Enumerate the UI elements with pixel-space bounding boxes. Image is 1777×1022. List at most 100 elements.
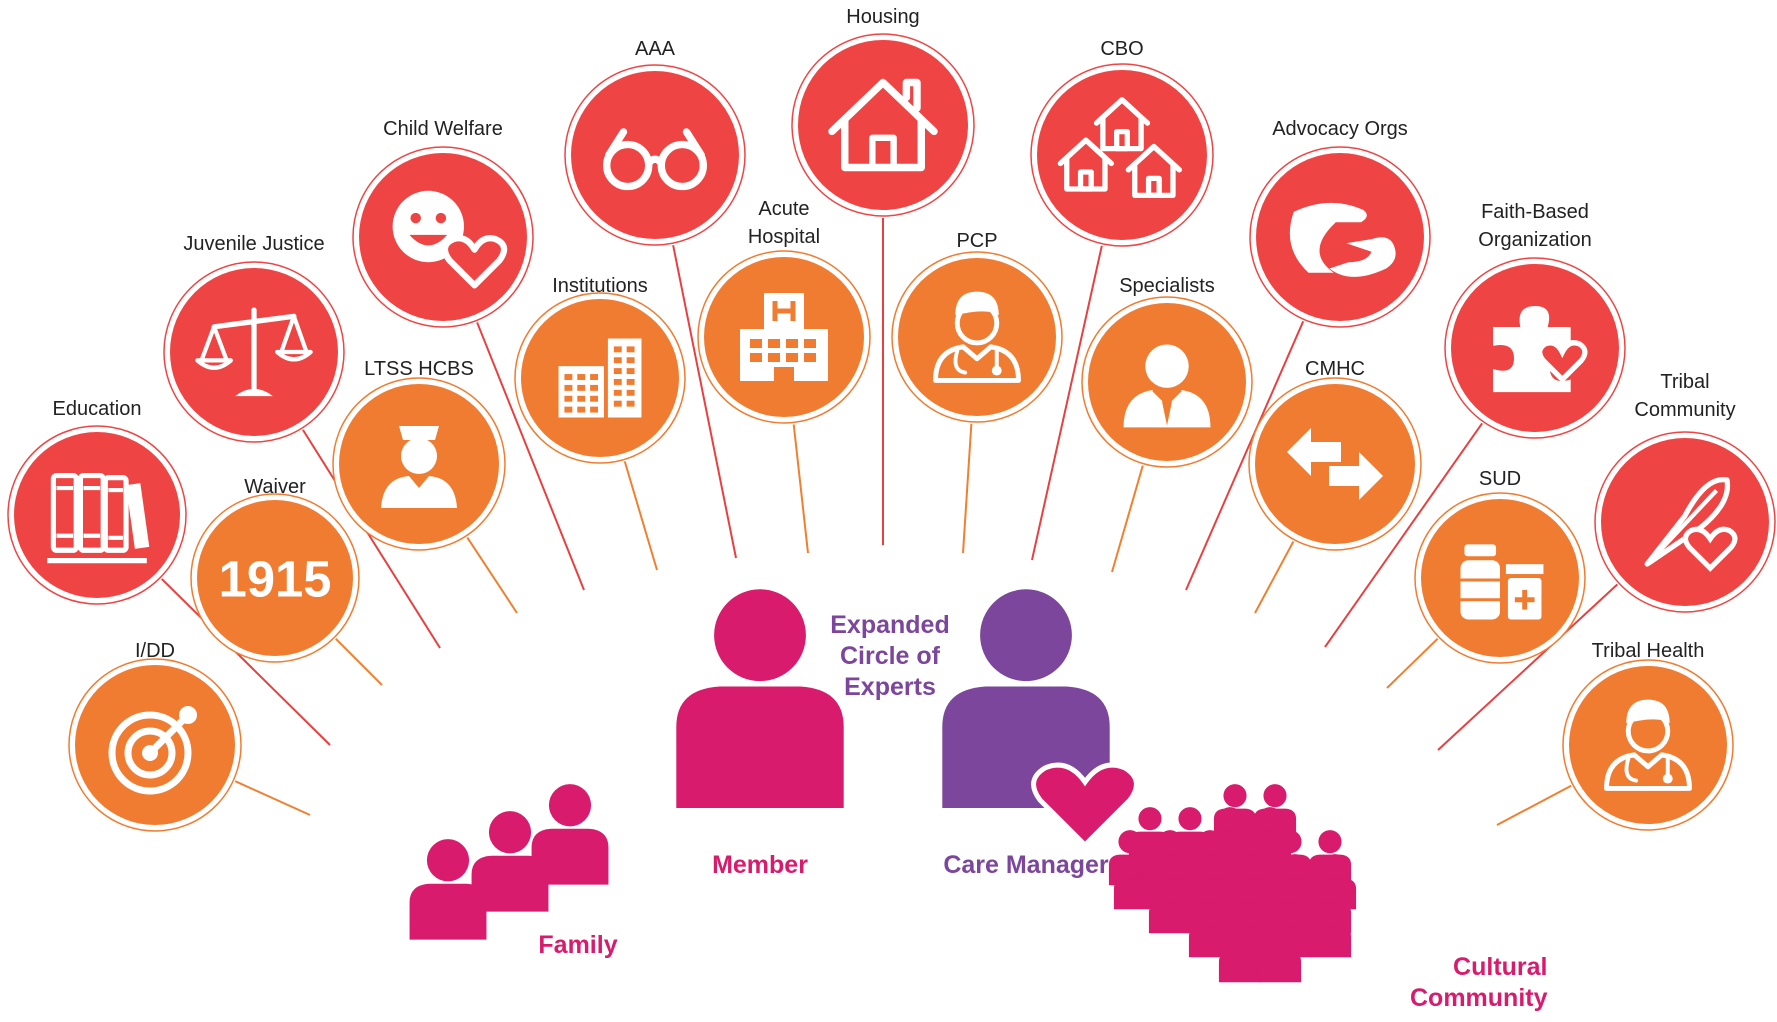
nurse-icon	[381, 426, 457, 508]
node-institutions	[514, 292, 686, 464]
connector-line-pcp	[962, 423, 973, 554]
node-label-sud: SUD	[1478, 468, 1522, 490]
house-icon	[828, 78, 938, 172]
family-group	[409, 784, 609, 940]
puzzle-heart-icon	[1493, 306, 1588, 393]
connector-line-cbo	[1031, 245, 1103, 561]
node-circle-advocacy	[1256, 153, 1424, 321]
hospital-icon	[740, 293, 828, 381]
cultural-community-label: Cultural Community	[1410, 953, 1548, 1012]
node-label-cmhc: CMHC	[1305, 358, 1365, 380]
crowd-person-figure	[1113, 854, 1157, 910]
family-member-figure	[531, 784, 609, 885]
node-label-institutions: Institutions	[552, 275, 648, 297]
target-icon	[108, 706, 197, 795]
care-manager-label: Care Manager	[943, 851, 1109, 879]
node-label-tribalcomm: Tribal Community	[1634, 371, 1736, 421]
node-specialists	[1081, 296, 1253, 468]
node-childwelfare	[352, 146, 534, 328]
connector-line-specialists	[1111, 465, 1144, 573]
crowd-person-figure	[1148, 878, 1192, 934]
node-faith	[1444, 257, 1626, 439]
medicine-bottles-icon	[1460, 544, 1544, 620]
node-circle-tribalhealth	[1569, 666, 1727, 824]
feather-heart-icon	[1644, 477, 1738, 572]
connector-line-juvenile	[302, 429, 441, 649]
node-pcp	[891, 251, 1063, 423]
connector-line-sud	[1386, 637, 1439, 689]
node-label-hospital: Acute Hospital	[747, 198, 821, 248]
node-juvenile	[163, 261, 345, 443]
member-figure	[676, 589, 844, 808]
connector-line-idd	[234, 780, 311, 816]
node-cbo	[1030, 63, 1214, 247]
node-waiver: 1915	[190, 493, 360, 663]
connector-line-aaa	[672, 244, 737, 559]
node-ltss	[332, 377, 506, 551]
node-circle-housing	[798, 40, 968, 210]
smiley-heart-icon	[392, 190, 508, 289]
node-hospital	[697, 250, 871, 424]
node-label-idd: I/DD	[135, 640, 175, 662]
family-label: Family	[538, 931, 618, 959]
doctor-icon	[1604, 699, 1692, 791]
arrows-icon	[1287, 428, 1383, 500]
family-member-figure	[409, 839, 487, 940]
node-label-education: Education	[52, 398, 142, 420]
scales-icon	[195, 307, 313, 397]
node-advocacy	[1249, 146, 1431, 328]
node-label-faith: Faith-Based Organization	[1478, 201, 1592, 251]
node-aaa	[564, 64, 746, 246]
node-circle-cbo	[1037, 70, 1207, 240]
doctor-icon	[933, 291, 1021, 383]
connector-line-advocacy	[1185, 320, 1305, 591]
family-member-figure	[471, 811, 549, 912]
care-heart-icon	[1031, 762, 1139, 849]
node-label-tribalhealth: Tribal Health	[1591, 640, 1705, 662]
connector-line-tribalcomm	[1437, 583, 1619, 751]
node-cmhc	[1248, 377, 1422, 551]
crowd-person-figure	[1258, 927, 1302, 983]
node-housing	[791, 33, 975, 217]
connector-line-hospital	[792, 424, 809, 554]
node-idd	[68, 658, 242, 832]
center-title: Expanded Circle of Experts	[830, 611, 950, 701]
node-circle-cmhc	[1255, 384, 1415, 544]
node-label-pcp: PCP	[956, 230, 998, 252]
care-manager-figure	[942, 589, 1110, 808]
node-label-aaa: AAA	[634, 38, 676, 60]
crowd-person-figure	[1218, 927, 1262, 983]
node-label-childwelfare: Child Welfare	[383, 118, 503, 140]
node-label-cbo: CBO	[1100, 38, 1144, 60]
cultural-community-crowd	[1108, 784, 1357, 983]
node-circle-pcp	[898, 258, 1056, 416]
node-sud	[1414, 492, 1586, 664]
connector-line-cmhc	[1254, 541, 1295, 614]
node-label-juvenile: Juvenile Justice	[183, 233, 325, 255]
connector-line-education	[161, 578, 331, 746]
glasses-icon	[603, 128, 707, 191]
houses-icon	[1057, 97, 1183, 199]
crowd-person-figure	[1308, 902, 1352, 958]
node-label-specialists: Specialists	[1119, 275, 1215, 297]
node-tribalcomm	[1594, 431, 1776, 613]
node-education	[7, 425, 187, 605]
node-label-waiver: Waiver	[244, 476, 306, 498]
node-circle-education	[14, 432, 180, 598]
buildings-icon	[558, 338, 642, 418]
node-label-advocacy: Advocacy Orgs	[1272, 118, 1408, 140]
connector-line-tribalhealth	[1496, 784, 1572, 826]
node-circle-waiver	[197, 500, 353, 656]
connector-line-ltss	[466, 536, 518, 614]
node-label-housing: Housing	[846, 6, 920, 28]
node-label-ltss: LTSS HCBS	[364, 358, 474, 380]
connector-line-waiver	[335, 638, 383, 686]
node-circle-aaa	[571, 71, 739, 239]
books-icon	[47, 472, 150, 564]
connector-line-faith	[1324, 422, 1483, 648]
member-label: Member	[712, 851, 808, 879]
businessman-icon	[1123, 344, 1211, 428]
hands-icon	[1289, 202, 1396, 277]
node-tribalhealth	[1562, 659, 1734, 831]
